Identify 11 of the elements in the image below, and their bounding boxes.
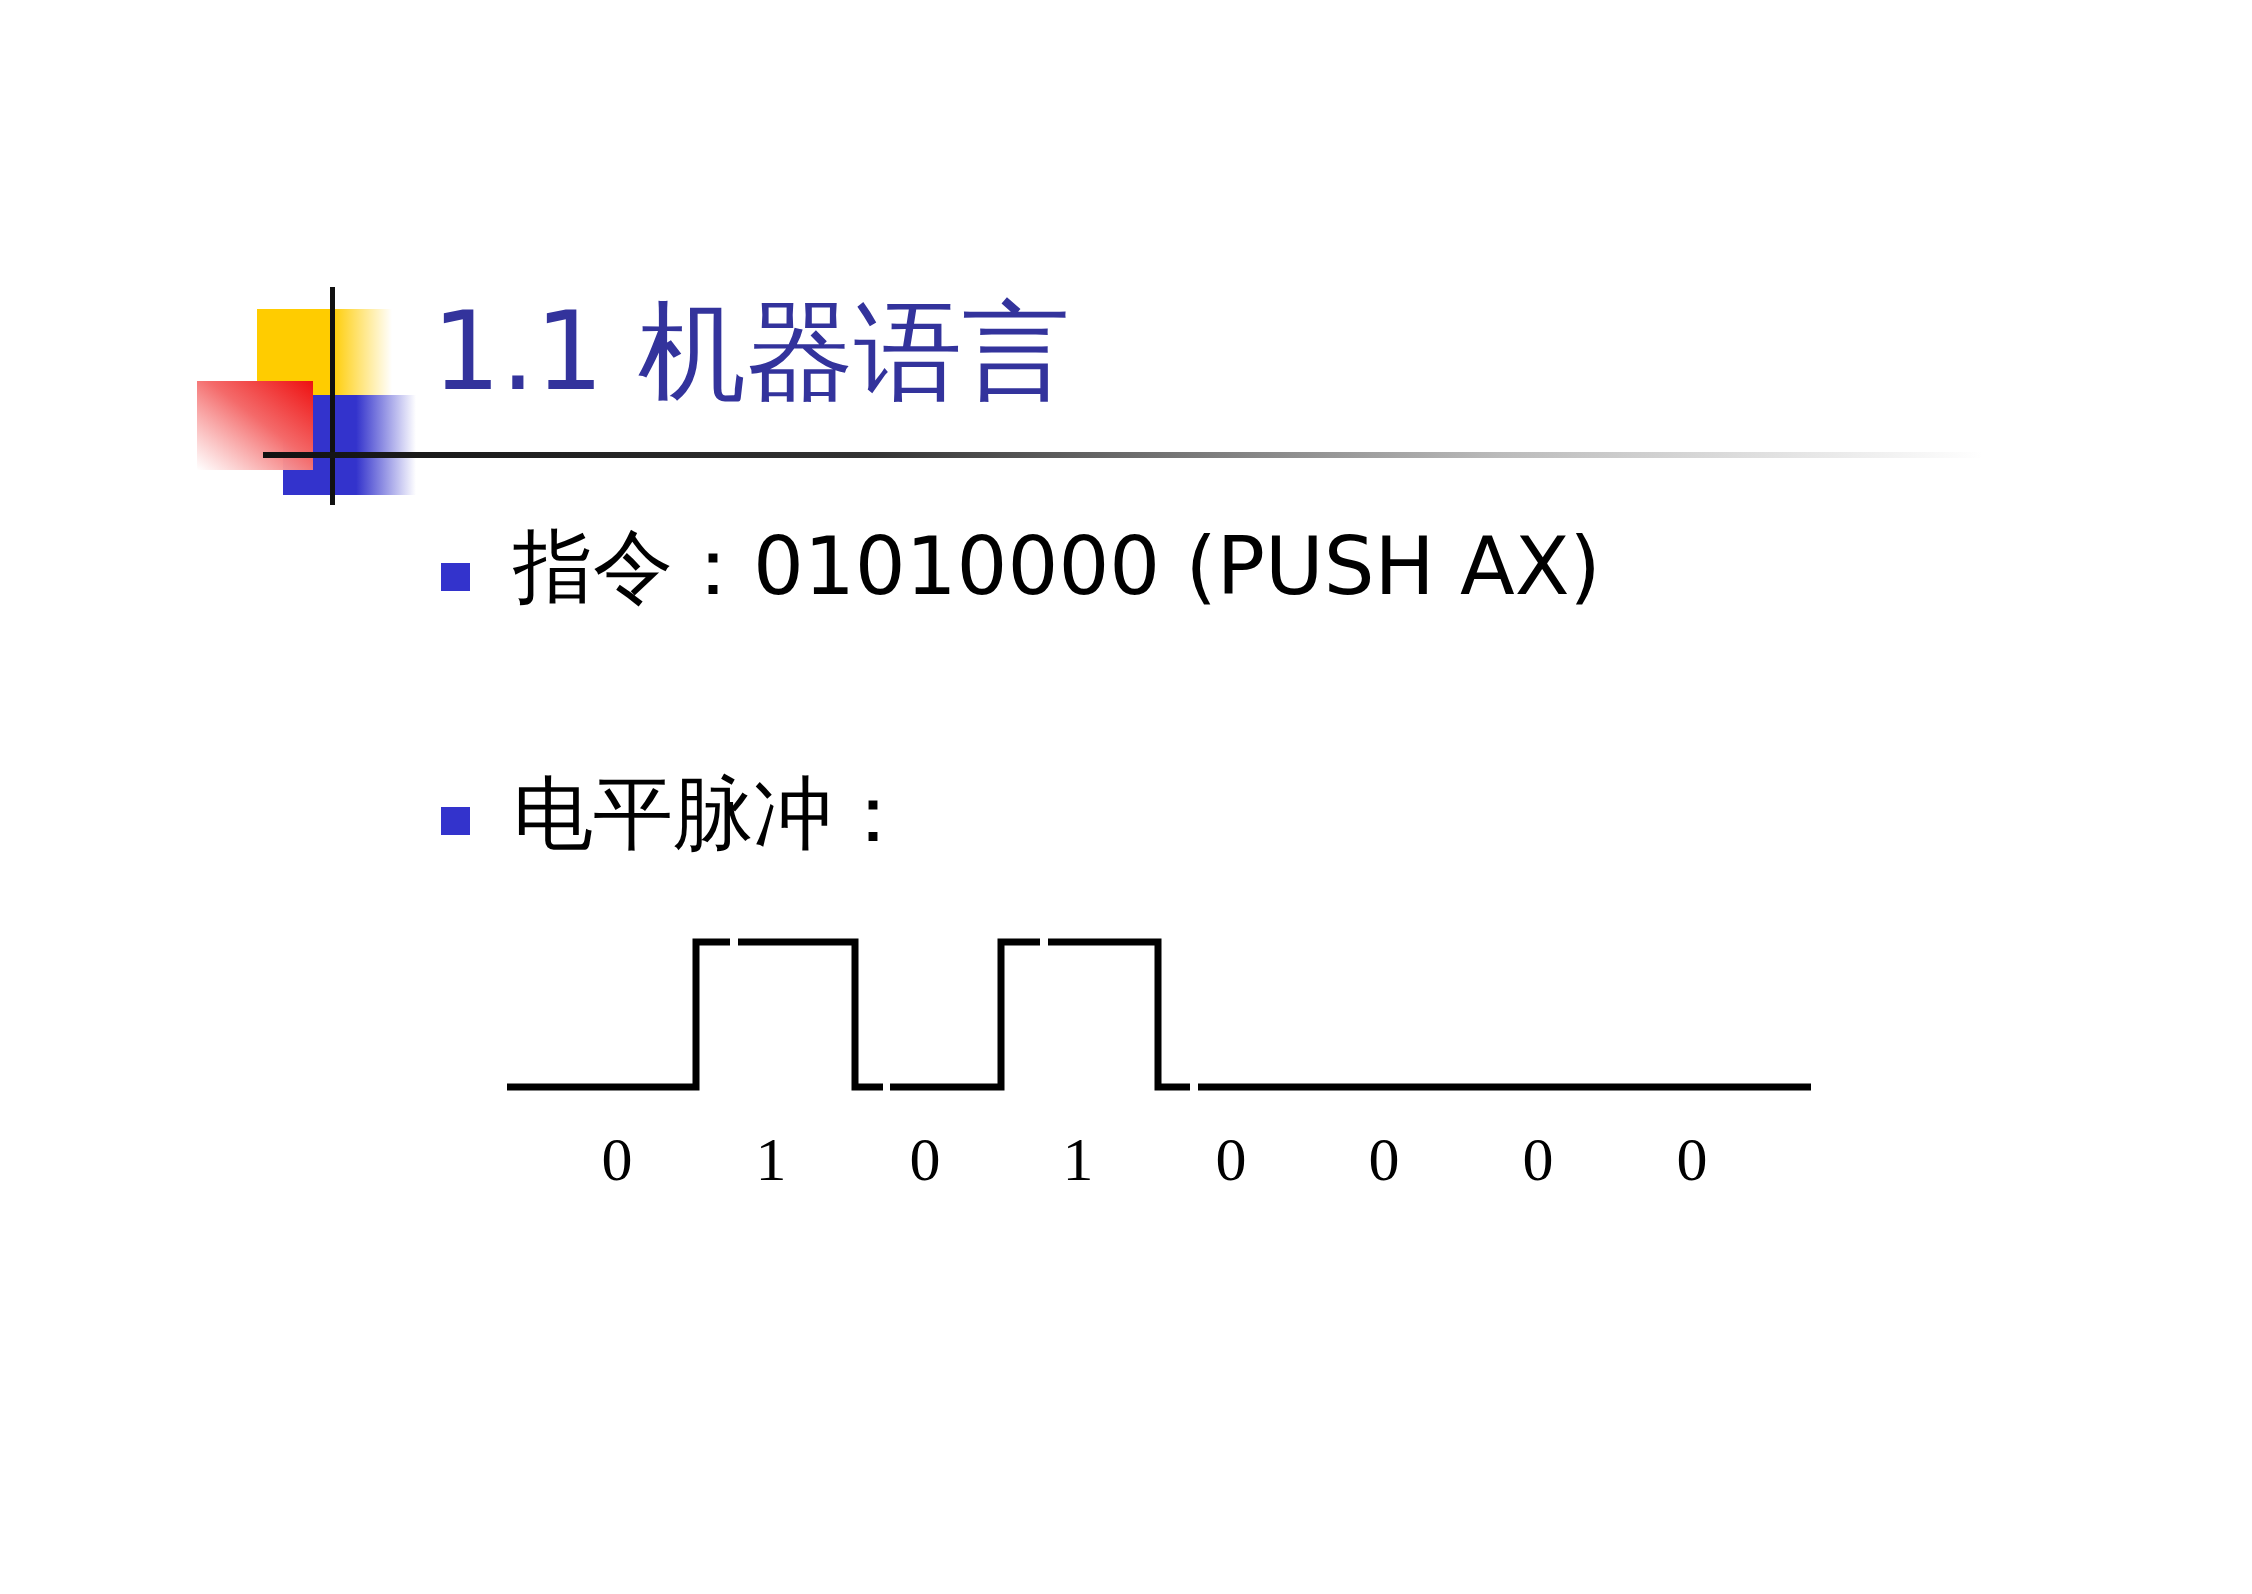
bit-label: 1 <box>754 1124 788 1194</box>
bit-label: 1 <box>1061 1124 1095 1194</box>
bullet-text: 电平脉冲： <box>513 766 913 862</box>
bullet-text: 指令：01010000 (PUSH AX) <box>513 519 1601 615</box>
slide-title: 1.1 机器语言 <box>432 290 1071 414</box>
bit-label: 0 <box>1675 1124 1709 1194</box>
bit-label: 0 <box>1214 1124 1248 1194</box>
bit-label: 0 <box>600 1124 634 1194</box>
bit-label: 0 <box>1367 1124 1401 1194</box>
bit-label: 0 <box>908 1124 942 1194</box>
bit-label: 0 <box>1521 1124 1555 1194</box>
